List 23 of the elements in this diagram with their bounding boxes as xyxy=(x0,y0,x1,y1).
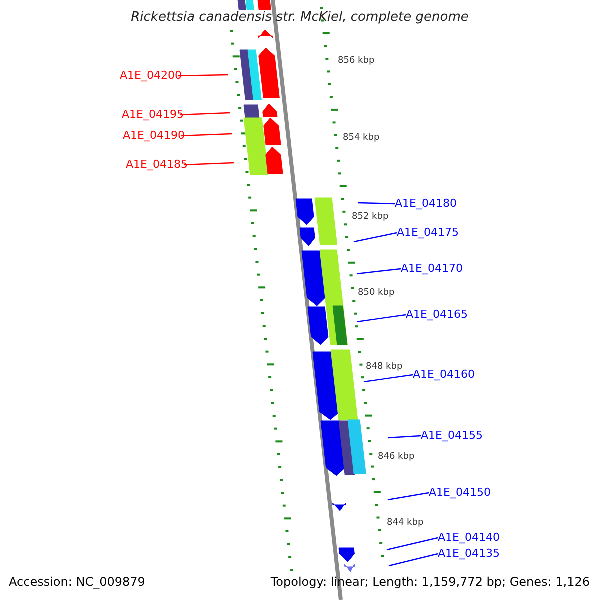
leader-line xyxy=(356,314,406,323)
genome-info-text: Topology: linear; Length: 1,159,772 bp; Genes: 1,126 xyxy=(270,574,590,590)
leader-line xyxy=(184,162,234,166)
scale-label: 846 kbp xyxy=(378,452,415,463)
leader-line xyxy=(180,133,232,137)
scale-label: 854 kbp xyxy=(343,133,380,144)
accession-text: Accession: NC_009879 xyxy=(9,574,146,590)
leader-line xyxy=(364,374,414,383)
scale-label: 852 kbp xyxy=(352,212,389,223)
leader-line xyxy=(356,268,402,275)
scale-label: 844 kbp xyxy=(387,518,424,529)
leader-line xyxy=(388,553,438,567)
leader-line xyxy=(386,537,438,551)
leader-line xyxy=(388,435,422,439)
leader-line xyxy=(354,232,398,243)
leader-line xyxy=(178,74,228,77)
leader-line xyxy=(358,202,396,205)
leader-line xyxy=(388,492,430,501)
title: Rickettsia canadensis str. McKiel, complete genome xyxy=(130,9,470,27)
scale-label: 856 kbp xyxy=(338,56,375,67)
scale-label: 850 kbp xyxy=(358,288,395,299)
leader-line xyxy=(180,112,230,116)
scale-label: 848 kbp xyxy=(366,362,403,373)
